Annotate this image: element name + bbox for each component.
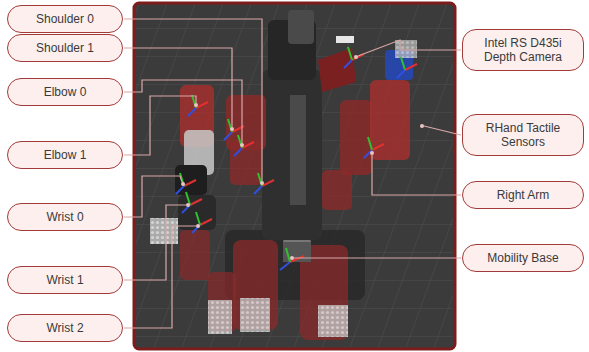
render-panel bbox=[134, 3, 455, 349]
callout-box: Wrist 1 bbox=[7, 266, 123, 294]
callout-label: RHand Tactile Sensors bbox=[471, 121, 575, 149]
callout-label: Wrist 2 bbox=[46, 321, 83, 335]
callout-box: Mobility Base bbox=[462, 244, 584, 272]
callout-label: Elbow 0 bbox=[44, 85, 87, 99]
callout-box: Wrist 2 bbox=[7, 314, 123, 342]
callout-label: Shoulder 0 bbox=[36, 12, 94, 26]
callout-box: Shoulder 1 bbox=[7, 34, 123, 62]
callout-label: Intel RS D435i Depth Camera bbox=[471, 36, 575, 64]
callout-label: Right Arm bbox=[497, 188, 550, 202]
callout-label: Shoulder 1 bbox=[36, 41, 94, 55]
callout-box: Right Arm bbox=[462, 181, 584, 209]
callout-label: Wrist 1 bbox=[46, 273, 83, 287]
callout-label: Mobility Base bbox=[487, 251, 558, 265]
leader-lines bbox=[124, 19, 461, 328]
callout-box: Elbow 0 bbox=[7, 78, 123, 106]
callout-label: Wrist 0 bbox=[46, 210, 83, 224]
callout-label: Elbow 1 bbox=[44, 148, 87, 162]
callout-box: Wrist 0 bbox=[7, 203, 123, 231]
leader-heads bbox=[181, 55, 424, 260]
callout-box: Shoulder 0 bbox=[7, 5, 123, 33]
callout-box: Intel RS D435i Depth Camera bbox=[462, 29, 584, 71]
callout-box: Elbow 1 bbox=[7, 141, 123, 169]
callout-box: RHand Tactile Sensors bbox=[462, 114, 584, 156]
robot bbox=[150, 10, 417, 340]
